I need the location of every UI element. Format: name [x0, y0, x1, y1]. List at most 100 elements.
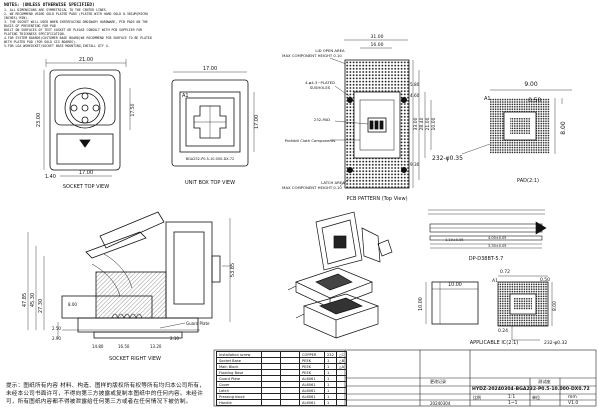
bom-cell	[261, 399, 281, 406]
drawing-notes: NOTES: (UNLESS OTHERWISE SPECIFIED) 1. A…	[4, 3, 154, 48]
ic-height-dim: 10.00	[418, 297, 424, 311]
dp-view-label: DP-D38BT-5.7	[469, 256, 504, 262]
note-line: 4.FOR SYSTEM BOARDS(CUSTOMER BASE BOARD)…	[4, 36, 152, 40]
box-a1-label: A1	[182, 93, 189, 99]
dp-view	[428, 209, 547, 249]
bom-cell: AL6061	[299, 399, 325, 406]
top-height-dim: 23.00	[36, 113, 42, 127]
pcb-width1-dim: 31.00	[371, 34, 384, 40]
pad-width-dim: 9.00	[524, 81, 538, 88]
dp-dim-1: 1.10±0.05	[445, 238, 464, 242]
note-line: 1. ALL DIMENSIONS ARE SYMMETRICAL TO THE…	[4, 8, 108, 12]
socket-right-view	[27, 211, 231, 339]
latch-area-label: LATCH AREA	[321, 180, 345, 185]
isometric-open-view	[287, 211, 393, 309]
bom-cell: Handle	[216, 399, 262, 406]
unit-label: 单位	[532, 395, 540, 400]
pad-height-dim: 8.00	[560, 121, 567, 135]
pad-a1-label: A1	[484, 96, 491, 102]
side-dim-9: 16.50	[118, 344, 130, 349]
side-dim-6: 2.50	[52, 326, 61, 331]
sus-hole-label: SUSHOLES	[310, 85, 331, 90]
side-dim-10: 13.20	[150, 344, 162, 349]
drawing-date: 20240304	[430, 401, 451, 406]
pad-count-label: 232-PAD	[314, 117, 330, 122]
bom-cell	[335, 399, 348, 406]
applicable-ic-view	[425, 275, 553, 341]
top-width-dim: 21.00	[79, 57, 93, 63]
ic-pitch-2: 0.50	[540, 277, 550, 283]
pad-view-label: PAD(2:1)	[517, 178, 539, 184]
ic-pitch-4: 0.24	[498, 328, 508, 334]
note-line: BUILT ON SURFACES OF TEST SOCKET OR PLEA…	[4, 28, 143, 36]
copyright-note: 提示：图纸所有内容 材料、构造、图样的版权所有权等所有均归本公司所有，未经本公司…	[6, 383, 205, 405]
drawing-number: HYDZ-20240304-BGA232-P0.5-10.000-DX0.72	[472, 387, 590, 392]
dp-dim-2: 4.00±0.05	[488, 236, 507, 240]
prohibit-label: Prohibit Cloth Components	[285, 138, 336, 143]
note-line: 5.FOR LGA WSHEOCKET/SOCKET BASE MOUNTING…	[4, 44, 110, 48]
pcb-width2-dim: 16.00	[371, 42, 384, 48]
socket-top-view-label: SOCKET TOP VIEW	[63, 184, 109, 190]
part-name: 测试座	[538, 379, 551, 384]
notes-title: NOTES: (UNLESS OTHERWISE SPECIFIED)	[4, 3, 95, 8]
isometric-closed-view	[295, 293, 380, 339]
plated-hole-label: 4-φ4.3~PLATED	[305, 80, 335, 85]
lid-max-height-label: MAX COMPONENT HEIGHT 0.10	[282, 53, 342, 58]
socket-top-view	[43, 59, 131, 177]
pcb-h2-dim: 28.40	[419, 117, 425, 130]
pcb-h3-dim: 21.00	[425, 117, 431, 130]
pcb-pattern-view-label: PCB PATTERN (Top View)	[346, 196, 407, 202]
ic-ball-dim: 232-φ0.32	[544, 340, 567, 346]
side-dim-5: 8.00	[68, 302, 77, 307]
bom-cell	[280, 399, 300, 406]
box-part-label: BGA232-P0.5-10.000-DX.72	[186, 157, 235, 161]
pcb-v1-dim: 5.80	[410, 82, 420, 87]
side-dim-11: 2.10	[170, 336, 179, 341]
pcb-v3-dim: 9.30	[410, 162, 420, 167]
note-line: 2. WE RECOMMEND USING GOLD PLATED PADS (…	[4, 12, 148, 20]
pad-pitch-dim: 0.50	[528, 97, 542, 104]
unit-box-top-view-label: UNIT BOX TOP VIEW	[185, 180, 235, 186]
note-line: 3. THE SOCKET WILL USED WHEN INTERFACING…	[4, 20, 148, 28]
box-height-dim: 17.00	[254, 115, 260, 129]
side-dim-8: 14.80	[92, 344, 104, 349]
pcb-v2-dim: 4.60	[410, 93, 420, 98]
rev-label: 更改记录	[430, 379, 446, 384]
dp-dim-3: 3.30±0.05	[488, 244, 507, 248]
lid-open-area-label: LID OPEN AREA	[315, 48, 345, 53]
side-dim-4: 27.30	[38, 299, 44, 313]
latch-max-height-label: MAX COMPONENT HEIGHT 0.10	[282, 185, 342, 190]
pcb-pattern-view	[329, 39, 432, 189]
title-block-frame	[213, 349, 597, 407]
scale-label: 比例	[473, 395, 481, 400]
note-line: WITH PLATED PAD (FOR GOLD SIG BOARDS).	[4, 40, 77, 44]
ic-pitch-3: 8.00	[552, 301, 558, 311]
scale-value: 1:1	[508, 395, 516, 400]
box-width-dim: 17.00	[203, 66, 217, 72]
pcb-h4-dim: 10.00	[431, 117, 437, 130]
side-dim-7: 2.90	[52, 336, 61, 341]
socket-right-view-label: SOCKET RIGHT VIEW	[109, 356, 161, 362]
ic-a1-label: A1	[492, 278, 498, 284]
top-bottom-dim: 17.00	[79, 170, 93, 176]
version: V1.0	[568, 401, 579, 406]
pad-view	[461, 89, 572, 155]
side-dim-1: 47.85	[22, 293, 28, 307]
unit-value: mm	[568, 395, 577, 400]
unit-box-top-view	[171, 71, 255, 167]
side-dim-3: 45.30	[30, 293, 36, 307]
top-d-dim: 17.50	[130, 103, 136, 116]
sheet-number: 1~1	[508, 401, 518, 406]
applicable-ic-view-label: APPLICABLE IC(2:1)	[470, 340, 519, 346]
ic-pitch-1: 0.72	[500, 269, 510, 275]
side-dim-2: 53.85	[230, 263, 236, 277]
bom-cell: 1	[324, 399, 337, 406]
ic-width-dim: 10.00	[448, 282, 462, 288]
pad-diameter-dim: 232-φ0.35	[432, 155, 463, 162]
top-side-dim: 1.40	[45, 174, 56, 180]
